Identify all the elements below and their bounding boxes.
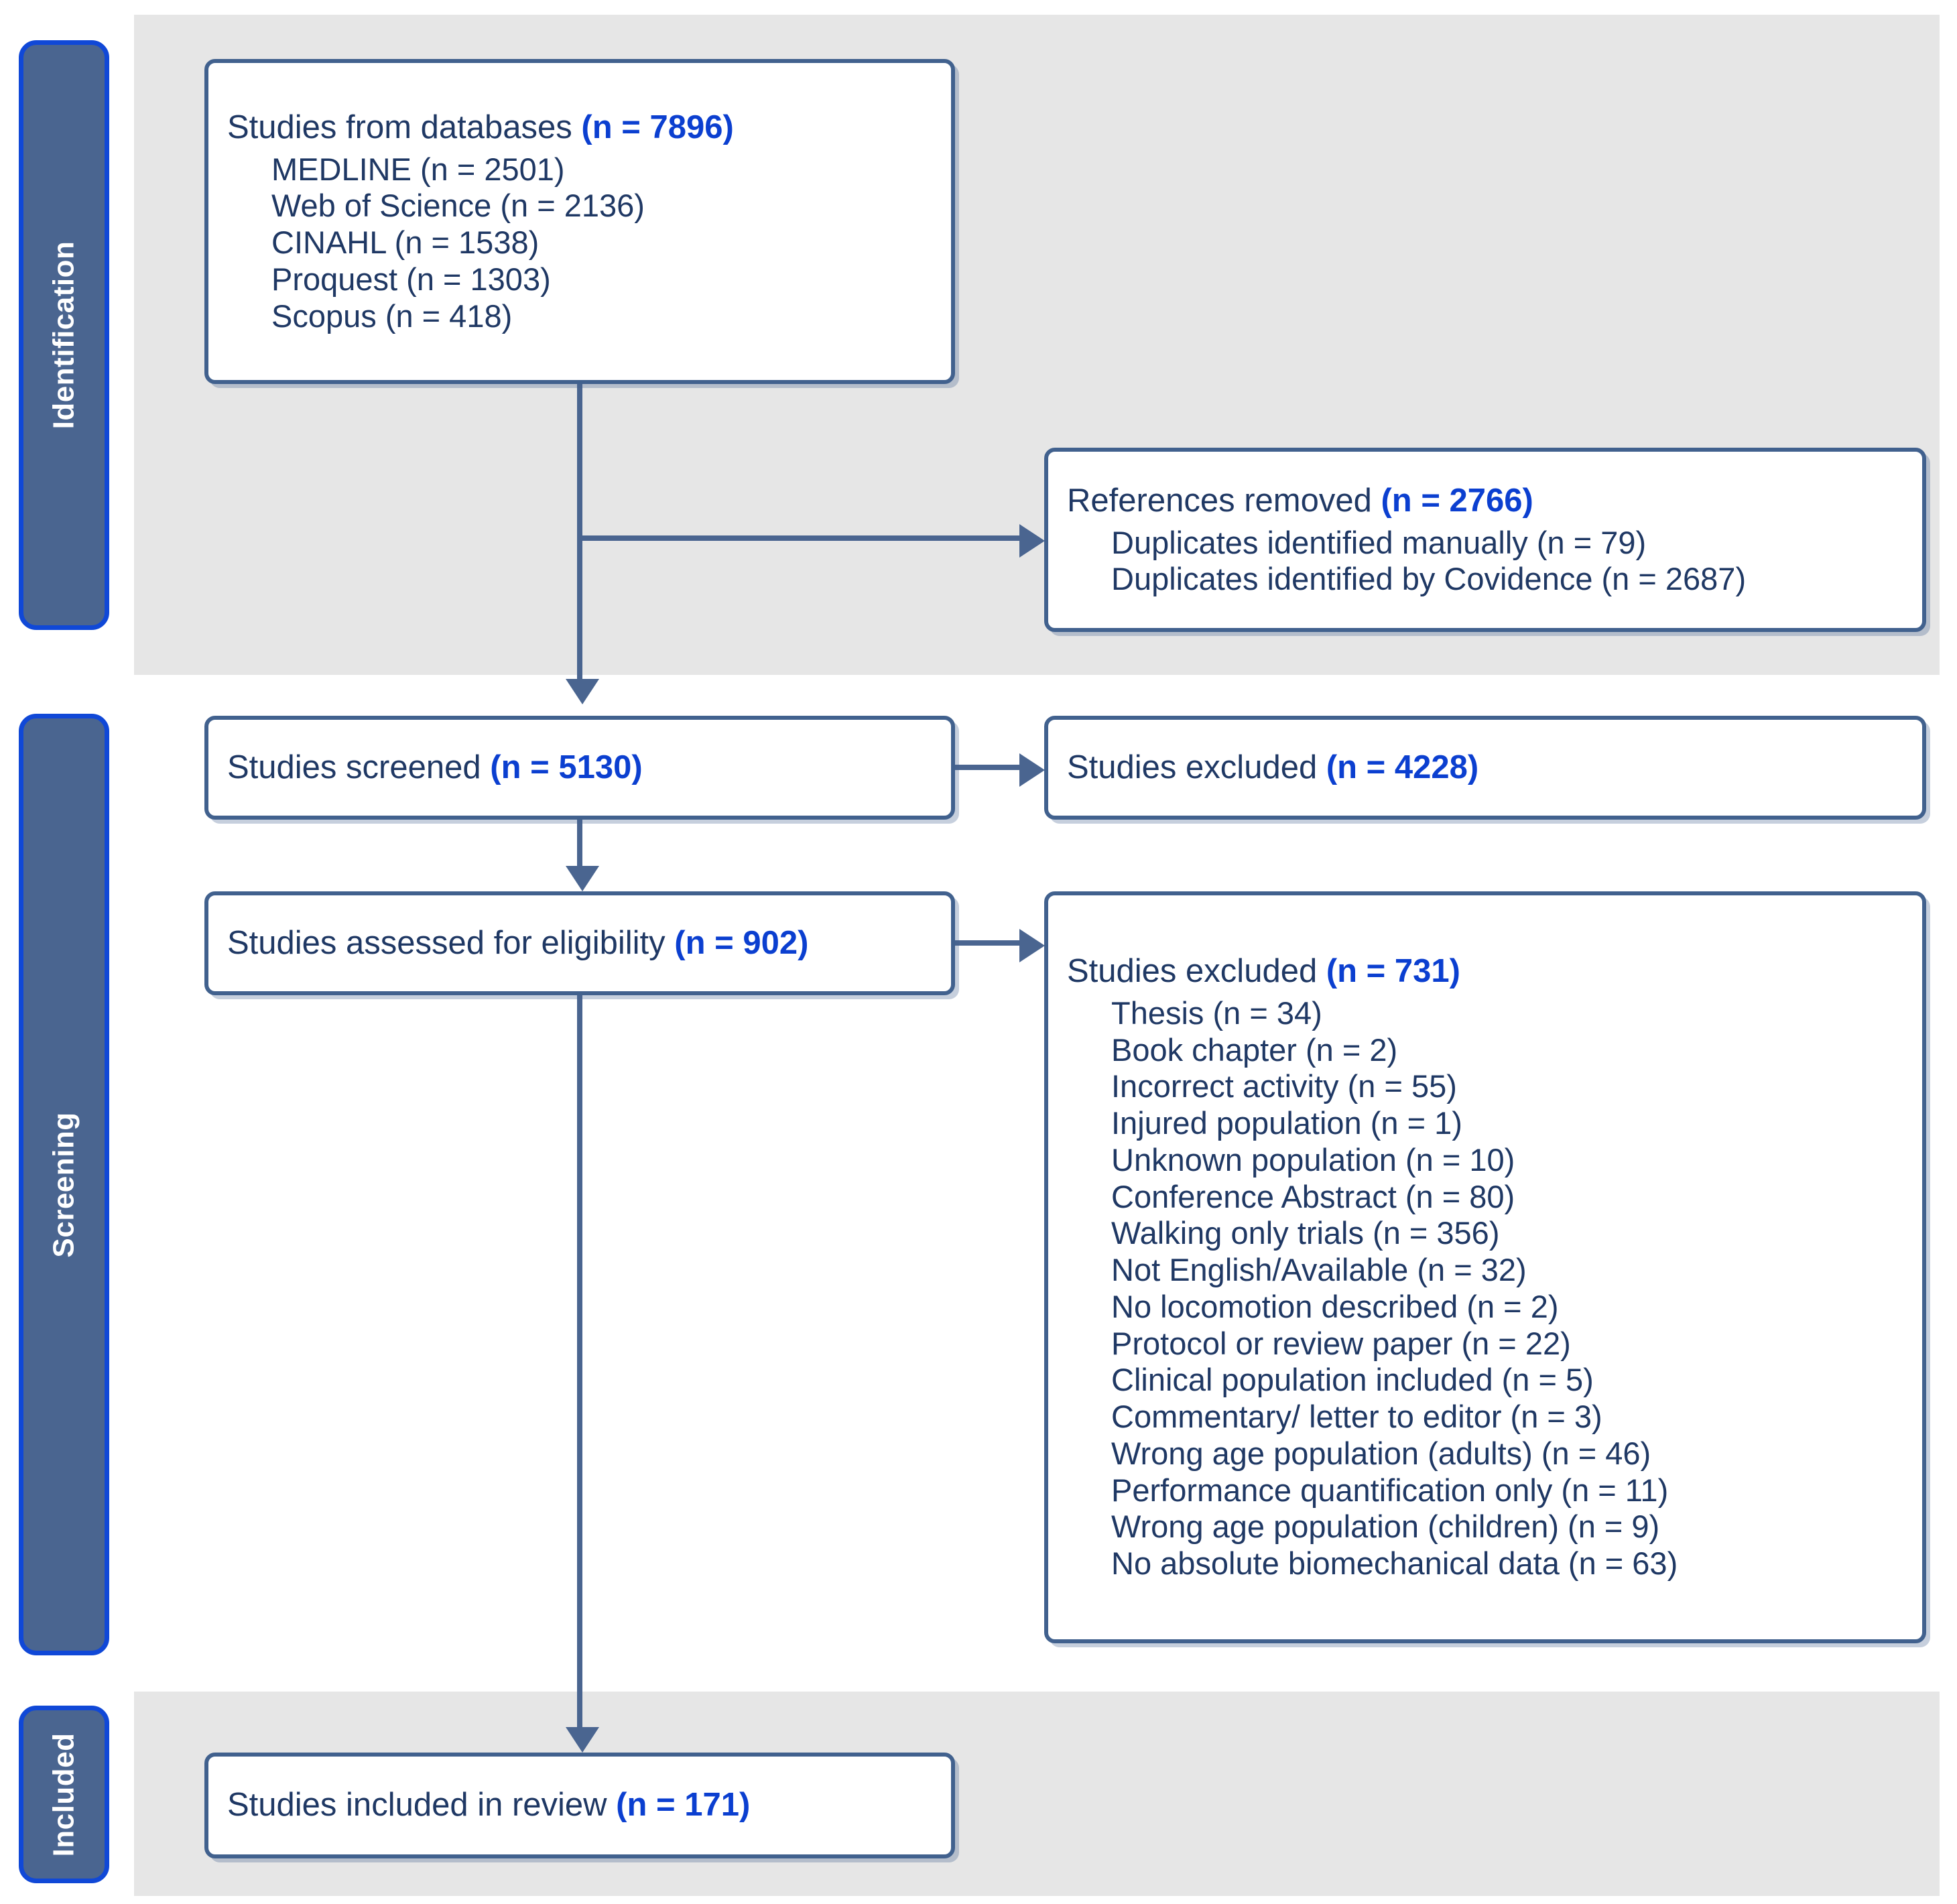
list-item: MEDLINE (n = 2501) (271, 151, 565, 187)
box-databases-title: Studies from databases (n = 7896) (227, 109, 932, 147)
box-screened-title-text: Studies screened (227, 749, 491, 785)
list-item: CINAHL (n = 1538) (271, 225, 540, 261)
box-excluded-eligibility-title-text: Studies excluded (1067, 953, 1326, 990)
stage-label-included: Included (19, 1706, 109, 1883)
connector-databases-to-screened (577, 384, 582, 679)
box-excluded-screening-count: (n = 4228) (1326, 749, 1479, 785)
arrow-right-icon-excluded-screening (1019, 753, 1045, 787)
box-eligibility-count: (n = 902) (674, 924, 809, 961)
box-references-removed: References removed (n = 2766) Duplicates… (1044, 448, 1926, 632)
box-removed-title: References removed (n = 2766) (1067, 482, 1903, 521)
list-item: Wrong age population (children) (n = 9) (1111, 1509, 1660, 1545)
box-studies-excluded-screening: Studies excluded (n = 4228) (1044, 716, 1926, 820)
box-eligibility-title-text: Studies assessed for eligibility (227, 924, 675, 961)
connector-eligibility-to-included (577, 995, 582, 1727)
stage-label-included-text: Included (47, 1732, 80, 1856)
box-databases-count: (n = 7896) (581, 109, 734, 145)
box-studies-screened: Studies screened (n = 5130) (204, 716, 955, 820)
list-item: Performance quantification only (n = 11) (1111, 1472, 1669, 1508)
box-eligibility-title: Studies assessed for eligibility (n = 90… (227, 924, 932, 963)
box-databases-title-text: Studies from databases (227, 109, 582, 145)
list-item: Scopus (n = 418) (271, 298, 513, 334)
list-item: Protocol or review paper (n = 22) (1111, 1325, 1571, 1361)
box-excluded-screening-title-text: Studies excluded (1067, 749, 1326, 785)
box-excluded-eligibility-title: Studies excluded (n = 731) (1067, 952, 1903, 991)
list-item: Injured population (n = 1) (1111, 1105, 1462, 1141)
list-item: Walking only trials (n = 356) (1111, 1215, 1500, 1251)
box-screened-title: Studies screened (n = 5130) (227, 749, 932, 787)
box-removed-list: Duplicates identified manually (n = 79) … (1067, 525, 1903, 598)
list-item: Duplicates identified manually (n = 79) (1111, 524, 1647, 560)
list-item: No locomotion described (n = 2) (1111, 1288, 1559, 1324)
box-excluded-screening-title: Studies excluded (n = 4228) (1067, 749, 1903, 787)
box-studies-assessed-for-eligibility: Studies assessed for eligibility (n = 90… (204, 891, 955, 995)
list-item: Duplicates identified by Covidence (n = … (1111, 561, 1747, 597)
arrow-down-icon-eligibility (566, 866, 599, 891)
box-included-title: Studies included in review (n = 171) (227, 1786, 932, 1825)
box-databases-list: MEDLINE (n = 2501) Web of Science (n = 2… (227, 151, 932, 335)
box-studies-from-databases: Studies from databases (n = 7896) MEDLIN… (204, 59, 955, 384)
list-item: Commentary/ letter to editor (n = 3) (1111, 1399, 1602, 1435)
list-item: Conference Abstract (n = 80) (1111, 1178, 1515, 1214)
stage-label-screening-text: Screening (47, 1111, 80, 1258)
connector-eligibility-to-excluded (955, 940, 1019, 946)
box-included-title-text: Studies included in review (227, 1787, 617, 1824)
list-item: Incorrect activity (n = 55) (1111, 1068, 1457, 1104)
box-included-count: (n = 171) (616, 1787, 751, 1824)
connector-screened-to-eligibility (577, 820, 582, 866)
arrow-down-icon-screened (566, 679, 599, 704)
box-studies-excluded-eligibility: Studies excluded (n = 731) Thesis (n = 3… (1044, 891, 1926, 1643)
list-item: Clinical population included (n = 5) (1111, 1362, 1594, 1398)
connector-screened-to-excluded (955, 765, 1019, 770)
box-studies-included-in-review: Studies included in review (n = 171) (204, 1753, 955, 1858)
arrow-right-icon-excluded-eligibility (1019, 929, 1045, 962)
stage-label-identification-text: Identification (47, 241, 80, 430)
list-item: Wrong age population (adults) (n = 46) (1111, 1435, 1651, 1471)
connector-databases-to-references-removed (577, 535, 1019, 541)
box-screened-count: (n = 5130) (490, 749, 643, 785)
list-item: Proquest (n = 1303) (271, 261, 551, 297)
list-item: No absolute biomechanical data (n = 63) (1111, 1545, 1678, 1582)
list-item: Unknown population (n = 10) (1111, 1141, 1515, 1178)
box-removed-count: (n = 2766) (1381, 482, 1533, 519)
list-item: Not English/Available (n = 32) (1111, 1252, 1527, 1288)
stage-label-screening: Screening (19, 714, 109, 1655)
arrow-down-icon-included (566, 1727, 599, 1753)
stage-label-identification: Identification (19, 40, 109, 630)
list-item: Thesis (n = 34) (1111, 995, 1322, 1031)
box-excluded-eligibility-count: (n = 731) (1326, 953, 1460, 990)
list-item: Book chapter (n = 2) (1111, 1031, 1398, 1068)
box-excluded-eligibility-list: Thesis (n = 34) Book chapter (n = 2) Inc… (1067, 995, 1903, 1582)
box-removed-title-text: References removed (1067, 482, 1381, 519)
list-item: Web of Science (n = 2136) (271, 188, 645, 224)
arrow-right-icon-references-removed (1019, 524, 1045, 558)
